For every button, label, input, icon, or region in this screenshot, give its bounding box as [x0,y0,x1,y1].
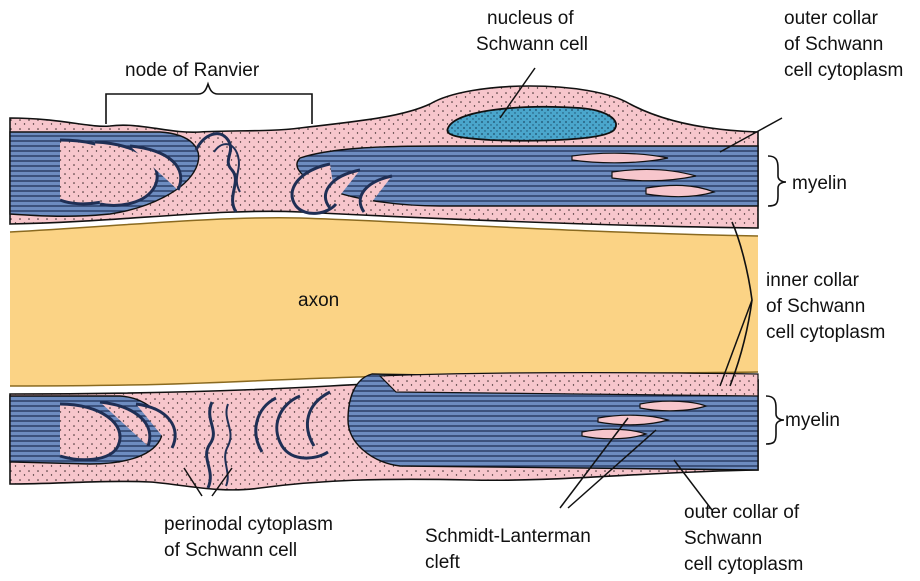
label-nucleus-line1: nucleus of [487,8,574,29]
label-outer-collar-bottom-line1: outer collar of [684,502,800,523]
label-outer-collar-top-line2: of Schwann [784,34,883,55]
label-outer-collar-bottom-line2: Schwann [684,528,762,549]
myelin-top-brace [768,156,786,206]
label-inner-collar-line1: inner collar [766,270,860,291]
node-of-ranvier-bracket [106,84,312,124]
label-inner-collar-line2: of Schwann [766,296,865,317]
label-perinodal-line2: of Schwann cell [164,540,297,561]
label-myelin-top: myelin [792,173,847,194]
label-axon: axon [298,290,339,311]
label-node-of-ranvier: node of Ranvier [125,60,260,81]
bottom-inner-collar [380,373,758,396]
axon-body [10,218,758,386]
label-perinodal-line1: perinodal cytoplasm [164,514,333,535]
label-myelin-bottom: myelin [785,410,840,431]
label-schmidt-lanterman-line2: cleft [425,552,461,573]
label-nucleus-line2: Schwann cell [476,34,588,55]
myelin-bottom-brace [766,396,784,444]
label-outer-collar-top-line1: outer collar [784,8,879,29]
label-outer-collar-bottom-line3: cell cytoplasm [684,554,803,575]
label-outer-collar-top-line3: cell cytoplasm [784,60,903,81]
label-inner-collar-line3: cell cytoplasm [766,322,885,343]
label-schmidt-lanterman-line1: Schmidt-Lanterman [425,526,591,547]
